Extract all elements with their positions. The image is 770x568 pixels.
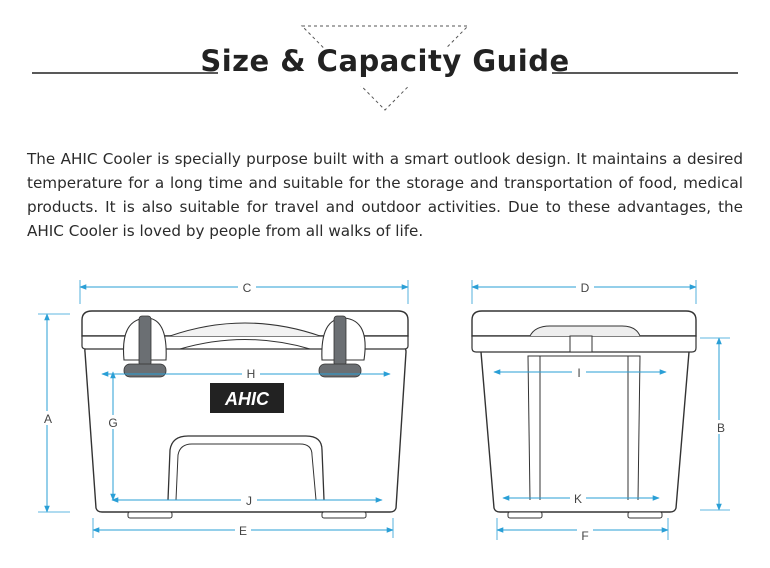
dim-label-a: A <box>44 412 52 426</box>
dim-label-d: D <box>581 281 590 295</box>
front-foot-right <box>321 511 367 519</box>
dim-label-e: E <box>239 524 247 538</box>
front-carry-recess-inner <box>175 443 317 501</box>
side-hinge <box>529 325 641 337</box>
dim-label-f: F <box>581 529 588 543</box>
side-panel-inset <box>527 355 641 501</box>
side-foot-left <box>507 511 543 519</box>
front-foot-left <box>127 511 173 519</box>
page-header: Size & Capacity Guide <box>0 0 770 120</box>
left-t-handle-grip <box>123 363 167 378</box>
side-foot-right <box>627 511 663 519</box>
intro-paragraph: The AHIC Cooler is specially purpose bui… <box>27 150 743 240</box>
right-t-handle-grip <box>318 363 362 378</box>
left-t-handle <box>138 315 152 367</box>
front-carry-recess <box>167 435 325 501</box>
dim-label-b: B <box>717 421 725 435</box>
right-t-handle <box>333 315 347 367</box>
title-backdrop <box>222 48 548 86</box>
dim-label-k: K <box>574 492 582 506</box>
side-latch <box>569 335 593 353</box>
dim-label-h: H <box>247 367 256 381</box>
side-view: D I B K F <box>471 280 730 543</box>
header-decoration <box>32 25 738 111</box>
front-lid-recess <box>169 322 321 337</box>
side-lid-outline <box>471 310 697 337</box>
ahic-logo-text: AHIC <box>224 389 270 409</box>
dim-label-j: J <box>246 494 252 508</box>
dim-label-g: G <box>108 416 117 430</box>
front-rim-curve <box>179 339 311 350</box>
page-title: Size & Capacity Guide <box>200 44 570 78</box>
dim-label-i: I <box>577 366 580 380</box>
dim-label-c: C <box>243 281 252 295</box>
ahic-logo <box>210 383 284 413</box>
front-view: AHIC C H A G J E <box>38 280 409 538</box>
